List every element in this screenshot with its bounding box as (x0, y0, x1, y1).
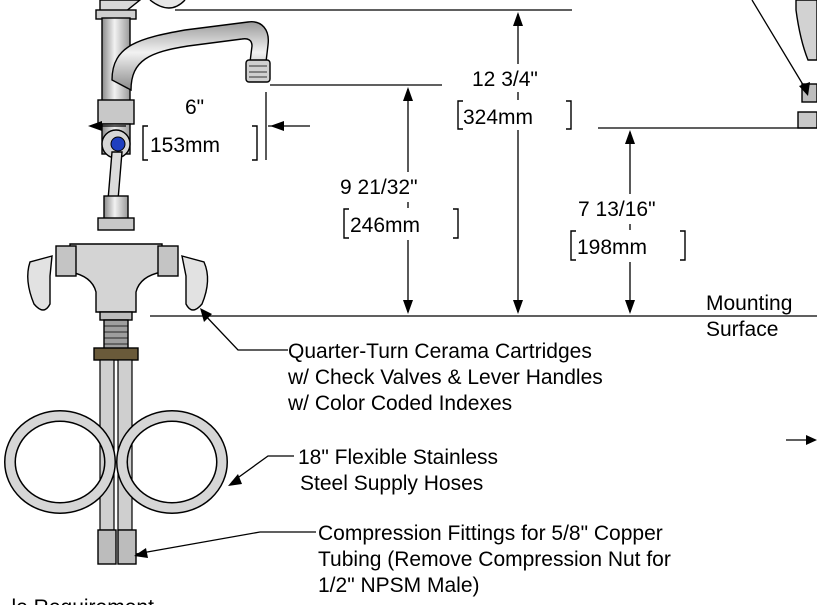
faucet-illustration (4, 0, 271, 565)
hoses-note-line2: Steel Supply Hoses (300, 472, 483, 495)
dim-other-height-inch: 7 13/16" (578, 198, 656, 221)
fittings-note: Compression Fittings for 5/8" Copper Tub… (318, 522, 671, 597)
mounting-surface-label: Mounting Surface (706, 292, 792, 341)
dim-overall-height: 12 3/4" 324mm (457, 64, 572, 130)
callout-leaders (134, 308, 817, 558)
fittings-note-line3: 1/2" NPSM Male) (318, 574, 480, 597)
cartridges-note-line3: w/ Color Coded Indexes (287, 392, 512, 415)
fittings-note-line1: Compression Fittings for 5/8" Copper (318, 522, 663, 545)
dim-spout-reach-inch: 6" (185, 96, 204, 119)
blue-index-icon (110, 136, 126, 152)
left-lever-handle (27, 255, 53, 311)
cartridges-note: Quarter-Turn Cerama Cartridges w/ Check … (287, 340, 603, 415)
dim-other-height: 7 13/16" 198mm (570, 194, 688, 262)
right-lever-handle (181, 255, 209, 311)
fittings-note-line2: Tubing (Remove Compression Nut for (318, 548, 671, 571)
hoses-note: 18" Flexible Stainless Steel Supply Hose… (298, 446, 498, 495)
mounting-label-line1: Mounting (706, 292, 792, 315)
hoses-note-line1: 18" Flexible Stainless (298, 446, 498, 469)
dim-outlet-height: 9 21/32" 246mm (334, 172, 460, 240)
dim-spout-reach-mm: 153mm (150, 134, 220, 157)
cartridges-note-line1: Quarter-Turn Cerama Cartridges (288, 340, 592, 363)
dim-overall-height-inch: 12 3/4" (472, 68, 538, 91)
cartridges-note-line2: w/ Check Valves & Lever Handles (287, 366, 603, 389)
dim-outlet-height-mm: 246mm (350, 214, 420, 237)
dim-overall-height-mm: 324mm (463, 106, 533, 129)
dimension-lines (88, 9, 817, 317)
mounting-label-line2: Surface (706, 318, 778, 341)
partial-fitting-right (751, 0, 817, 129)
dim-spout-reach: 6" 153mm (142, 96, 258, 161)
bottom-left-cut-label: ...le Requirement (0, 596, 154, 605)
dim-other-height-mm: 198mm (577, 236, 647, 259)
dim-outlet-height-inch: 9 21/32" (340, 176, 418, 199)
